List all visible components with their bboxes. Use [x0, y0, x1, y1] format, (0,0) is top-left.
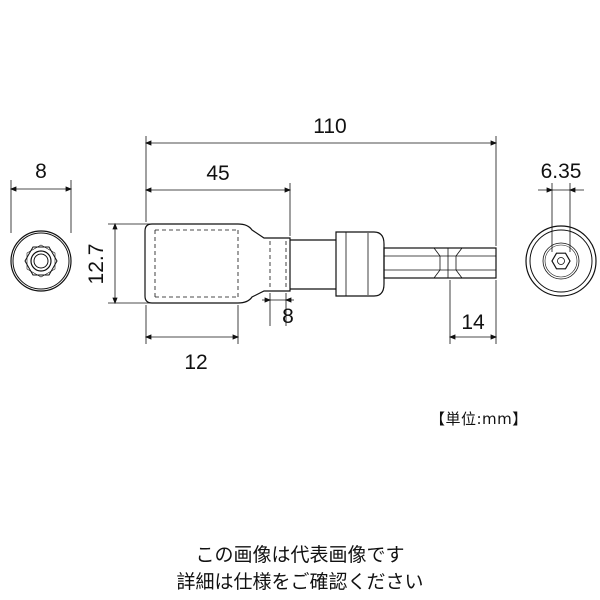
right-end-view: [525, 225, 597, 297]
neck-length-label: 8: [282, 305, 294, 328]
socket-diameter-dimension: [108, 222, 150, 305]
note-line-1: この画像は代表画像です: [195, 544, 405, 566]
hex-size-label: 8: [35, 160, 47, 183]
bit-length-dimension: [448, 280, 498, 344]
hex-size-dimension: [9, 180, 73, 233]
socket-end-dimension: [144, 305, 240, 344]
shank-size-dimension: [538, 183, 584, 252]
note-line-2: 詳細は仕様をご確認ください: [176, 571, 424, 593]
socket-diameter-label: 12.7: [85, 244, 108, 285]
socket-length-dimension: [144, 183, 292, 236]
socket-end-label: 12: [184, 351, 207, 374]
bit-length-label: 14: [461, 311, 485, 334]
neck-dimension: [262, 293, 294, 326]
socket-length-label: 45: [206, 162, 229, 185]
overall-length-dimension: [144, 136, 498, 246]
hex-shank: [383, 247, 497, 279]
unit-label: 【単位:mm】: [430, 410, 528, 428]
shank-size-label: 6.35: [541, 160, 582, 183]
left-end-view: [10, 230, 72, 292]
overall-length-label: 110: [313, 115, 346, 138]
socket-body: [144, 223, 385, 304]
